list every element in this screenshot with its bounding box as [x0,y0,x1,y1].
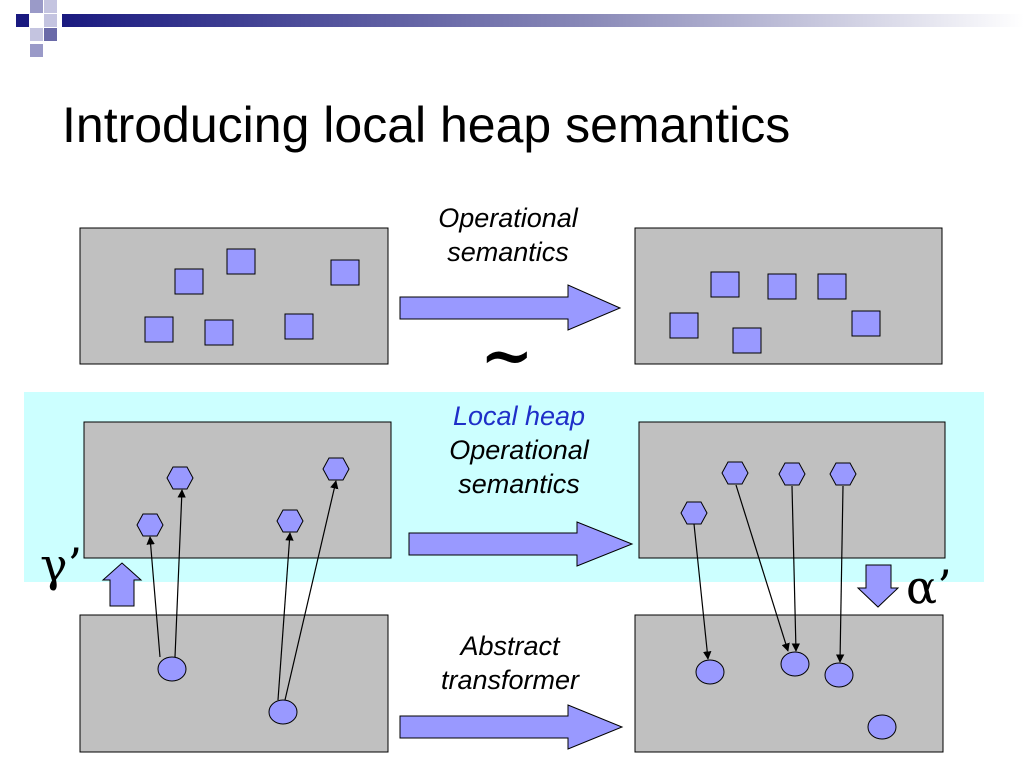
gamma-symbol: γ’ [40,538,83,592]
label-line: Operational [438,203,578,233]
local-heap-node [136,513,164,537]
abstract-transformer-label: Abstract transformer [410,629,610,697]
heap-cell [710,271,740,298]
local-heap-node [322,457,350,481]
abstract-node [157,656,187,682]
operational-semantics-label: Operational semantics [408,201,608,269]
corner-square [30,0,43,13]
heap-cell [851,310,881,337]
abstraction-pointer [835,485,845,663]
abstract-transformer-arrow [399,704,624,750]
local-heap-node [276,509,304,533]
label-line: Operational [449,435,589,465]
heap-cell [817,273,847,300]
heap-cell [204,319,234,346]
alpha-arrow [856,564,900,608]
concrete-heap-before [79,227,389,365]
label-line: Local heap [452,401,586,431]
operational-semantics-arrow [399,284,622,331]
label-line: transformer [440,665,580,695]
slide-title: Introducing local heap semantics [62,97,791,153]
heap-cell [144,316,174,343]
abstraction-pointer [693,523,712,660]
heap-cell [330,259,360,286]
local-heap-node [778,462,806,486]
label-line: semantics [447,237,569,267]
label-line: semantics [458,469,580,499]
local-heap-node [721,461,749,485]
corner-square [30,44,43,57]
abstract-heap-before [79,614,389,753]
local-semantics-arrow [408,521,634,567]
local-heap-node [166,466,194,490]
concretization-pointer [146,536,161,658]
abstract-heap-after [634,614,944,753]
heap-cell [226,248,256,275]
heap-cell [174,268,204,295]
heap-cell [767,273,797,300]
abstraction-pointer [791,485,801,652]
equivalence-tilde: ~ [480,318,534,393]
abstract-node [867,714,897,740]
local-heap-before [83,421,392,559]
heap-cell [669,312,699,339]
abstract-node [824,662,854,688]
local-heap-node [680,501,708,525]
concretization-pointer [277,532,294,701]
gamma-arrow [101,562,143,607]
corner-square [16,14,29,27]
abstraction-pointer [735,484,790,652]
heap-cell [732,327,762,354]
abstract-node [780,651,810,677]
corner-square [44,28,57,41]
concretization-pointer [174,489,186,658]
concretization-pointer [284,480,339,701]
corner-decoration [16,0,1024,57]
local-heap-node [829,462,857,486]
corner-square [44,0,57,13]
alpha-symbol: α’ [906,560,952,614]
local-heap-semantics-label: Local heap Operational semantics [419,399,619,501]
abstract-node [268,699,298,725]
corner-square [30,28,43,41]
title-gradient-bar [62,14,1024,27]
label-line: Abstract [460,631,560,661]
abstract-node [695,659,725,685]
heap-cell [284,313,314,340]
corner-square [44,14,57,27]
